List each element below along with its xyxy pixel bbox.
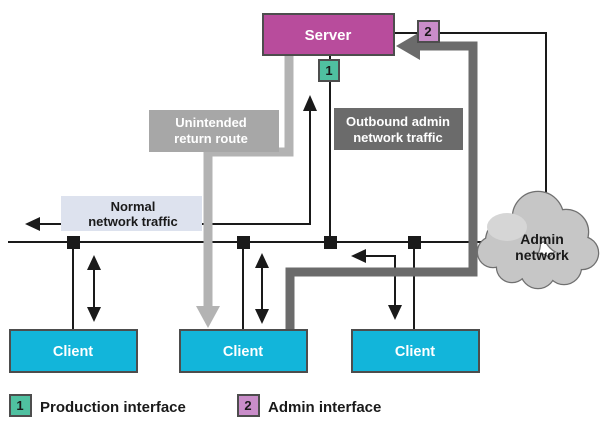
admin-interface-badge: 2 [417, 20, 440, 43]
unintended-route-arrowhead [196, 306, 220, 328]
outbound-admin-label: Outbound admin network traffic [334, 108, 463, 150]
normal-label-line1: Normal [111, 199, 156, 214]
client-node-1: Client [9, 329, 138, 373]
admin-badge-box [417, 20, 440, 43]
bus-node-3 [324, 236, 337, 249]
legend-admin-label: Admin interface [268, 399, 381, 416]
network-lines [8, 32, 547, 332]
legend-production-badge [9, 394, 32, 417]
admin-traffic-elbow-arrow [361, 255, 396, 310]
production-badge-number: 1 [325, 63, 332, 78]
client-node-2: Client [179, 329, 308, 373]
client-box-1 [9, 329, 138, 373]
server-box [262, 13, 395, 56]
client-label-3: Client [395, 344, 435, 360]
bus-node-4 [408, 236, 421, 249]
elbow-down-arrowhead [388, 305, 402, 320]
legend-admin-badge [237, 394, 260, 417]
legend-admin-badge-number: 2 [244, 398, 251, 413]
production-badge-box [318, 59, 340, 82]
client-label-1: Client [53, 344, 93, 360]
server-node: Server [262, 13, 395, 56]
outbound-label-box [334, 108, 463, 150]
client-label-2: Client [223, 344, 263, 360]
unintended-label-box [149, 110, 279, 152]
legend-production-label: Production interface [40, 399, 186, 416]
bidirectional-arrow-2-down-head [255, 309, 269, 324]
outbound-label-line2: network traffic [353, 130, 443, 145]
bidirectional-arrow-1-up-head [87, 255, 101, 270]
bus-node-2 [237, 236, 250, 249]
cloud-label-line1: Admin [520, 231, 564, 247]
legend: 1 Production interface 2 Admin interface [9, 394, 381, 417]
admin-interface-line [394, 32, 547, 206]
unintended-label-line2: return route [174, 131, 248, 146]
unintended-route-label: Unintended return route [149, 110, 279, 152]
legend-production-item: 1 Production interface [9, 394, 186, 417]
bidirectional-arrow-1-down-head [87, 307, 101, 322]
normal-label-box [61, 196, 202, 231]
client-box-3 [351, 329, 480, 373]
normal-label-line2: network traffic [88, 214, 178, 229]
unintended-route-path [203, 50, 294, 308]
client-box-2 [179, 329, 308, 373]
outbound-label-line1: Outbound admin [346, 114, 450, 129]
normal-traffic-label: Normal network traffic [61, 196, 202, 231]
cloud-label-line2: network [515, 247, 569, 263]
normal-traffic-up-arrowhead [303, 95, 317, 111]
client-node-3: Client [351, 329, 480, 373]
outbound-admin-route-path [285, 41, 478, 332]
unintended-label-line1: Unintended [175, 115, 247, 130]
elbow-left-arrowhead [351, 249, 366, 263]
legend-admin-item: 2 Admin interface [237, 394, 381, 417]
admin-network-cloud: Admin network [476, 190, 600, 290]
outbound-admin-route-arrowhead [396, 32, 420, 60]
outbound-admin-route-arrow [285, 32, 478, 332]
cloud-highlight [487, 213, 527, 241]
legend-production-badge-number: 1 [16, 398, 23, 413]
bus-node-1 [67, 236, 80, 249]
server-label: Server [305, 27, 352, 44]
bidirectional-arrow-2-up-head [255, 253, 269, 268]
production-interface-badge: 1 [318, 59, 340, 82]
admin-badge-number: 2 [424, 24, 431, 39]
normal-traffic-left-arrowhead [25, 217, 40, 231]
